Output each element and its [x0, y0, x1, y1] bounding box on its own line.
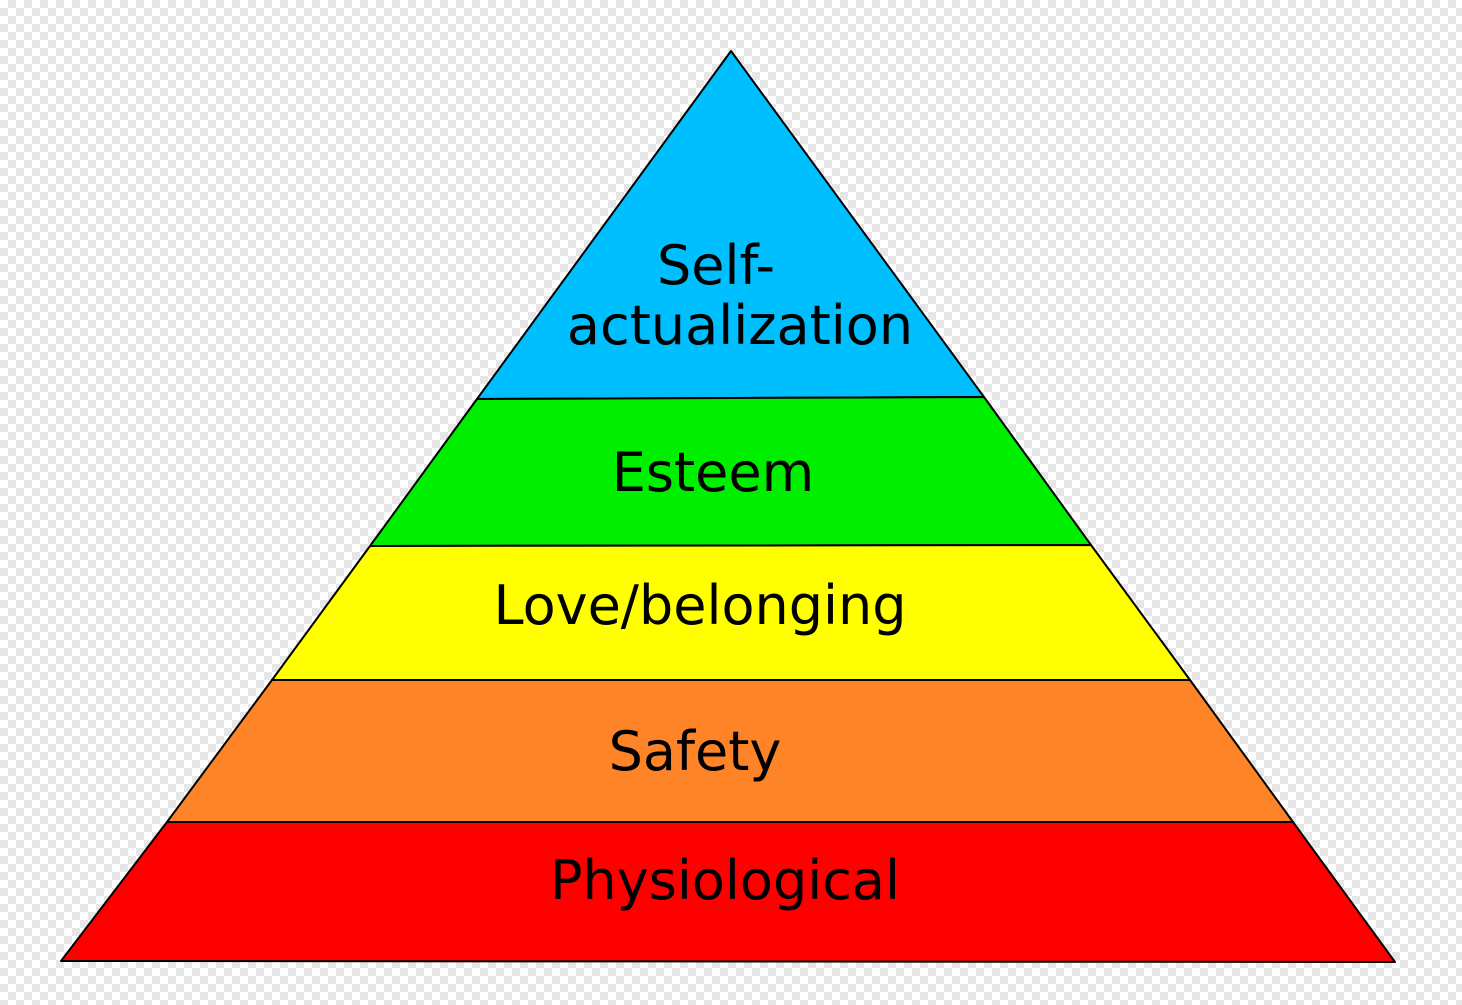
- tier-esteem-label: Esteem: [612, 441, 814, 504]
- tier-physiological-label: Physiological: [550, 849, 900, 912]
- tier-love-belonging: Love/belonging: [271, 544, 1191, 681]
- tier-physiological-shape: [60, 821, 1396, 963]
- tier-safety: Safety: [166, 679, 1294, 823]
- tier-safety-label: Safety: [609, 720, 782, 783]
- tier-self-actualization-label-line-2: actualization: [567, 294, 913, 357]
- tier-esteem: Esteem: [369, 396, 1092, 547]
- tier-self-actualization-label-line-1: Self-: [657, 234, 775, 297]
- tier-self-actualization: Self- actualization: [476, 50, 985, 400]
- tier-love-belonging-label: Love/belonging: [493, 574, 906, 637]
- tier-physiological: Physiological: [60, 821, 1396, 963]
